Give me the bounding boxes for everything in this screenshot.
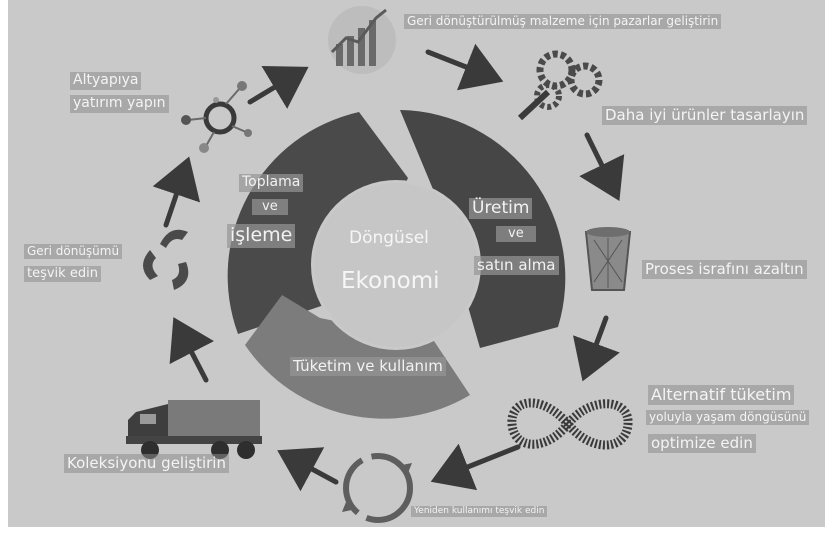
- collection-label-line3: işleme: [227, 224, 296, 248]
- step-waste-label: Proses israfını azaltın: [642, 260, 807, 279]
- step-reuse-label: Yeniden kullanımı teşvik edin: [411, 506, 548, 518]
- consumption-label: Tüketim ve kullanım: [290, 357, 446, 376]
- step-alt-label-line2: yoluyla yaşam döngüsünü: [646, 410, 810, 425]
- collection-label-line2: ve: [252, 199, 288, 216]
- infinity-icon: [507, 398, 633, 450]
- arrow-waste-to-alt: [572, 315, 620, 382]
- gears-icon: [517, 50, 603, 121]
- step-infra-label-line2: yatırım yapın: [70, 95, 169, 113]
- step-alt-label-line3: optimize edin: [648, 434, 756, 453]
- arrow-design-to-waste: [579, 132, 625, 201]
- segment-production: [400, 110, 566, 348]
- step-markets-label: Geri dönüştürülmüş malzeme için pazarlar…: [404, 14, 722, 29]
- reuse-arrows-icon: [342, 453, 413, 523]
- garbage-truck-icon: [126, 400, 262, 459]
- collection-label-line1: Toplama: [239, 174, 304, 192]
- network-node-icon: [181, 81, 252, 153]
- center-title-line2: Ekonomi: [341, 268, 440, 294]
- recycle-spin-icon: [143, 229, 189, 290]
- arrow-recycle-to-infra: [152, 156, 201, 228]
- arrow-markets-to-design: [425, 43, 504, 91]
- production-label-line2: ve: [496, 226, 536, 243]
- step-alt-label-line1: Alternatif tüketim: [648, 385, 795, 405]
- center-title-line1: Döngüsel: [349, 228, 429, 248]
- step-recycle-label-line2: teşvik edin: [24, 266, 101, 283]
- step-design-label: Daha iyi ürünler tasarlayın: [602, 106, 808, 125]
- production-label-line3: satın alma: [474, 256, 559, 275]
- arrow-infra-to-markets: [247, 65, 309, 109]
- arrow-reuse-to-collect: [277, 447, 339, 492]
- segment-collection: [227, 112, 408, 334]
- production-label-line1: Üretim: [469, 198, 533, 220]
- trash-bin-icon: [584, 227, 632, 291]
- arrow-collect-to-recycle: [169, 317, 215, 383]
- arrow-alt-to-reuse: [430, 443, 521, 491]
- step-collect-label: Koleksiyonu geliştirin: [64, 454, 229, 473]
- step-recycle-label-line1: Geri dönüşümü: [24, 244, 123, 259]
- chart-icon: [328, 6, 396, 74]
- step-infra-label-line1: Altyapıya: [70, 72, 142, 90]
